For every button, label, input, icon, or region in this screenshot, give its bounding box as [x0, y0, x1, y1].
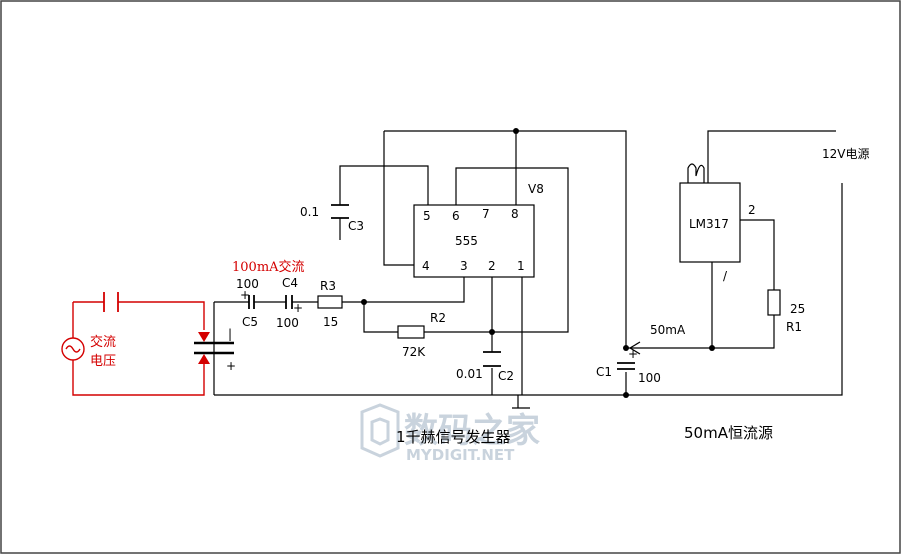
r3-name: R3: [320, 279, 336, 293]
capacitor-c3: [331, 204, 349, 219]
lm317-input-coil-icon: [687, 163, 705, 183]
c4-plus: +: [293, 301, 303, 315]
ac-source-label-line1: 交流: [90, 334, 116, 350]
ac-source-label-line2: 电压: [90, 354, 116, 369]
capacitor-c4: [285, 295, 293, 309]
test-cap-plus: +: [226, 359, 236, 373]
capacitor-c2: [483, 351, 501, 367]
ic-555-name: 555: [455, 234, 478, 248]
test-cap-minus: |: [228, 327, 232, 341]
pin-7-label: 7: [482, 207, 490, 221]
capacitor-c5: [248, 295, 255, 309]
c5-name: C5: [242, 315, 258, 329]
lm317-pin2: 2: [748, 203, 756, 217]
capacitor-c1: [617, 362, 635, 370]
lm317-pin-mark: /: [723, 269, 728, 283]
r1-value: 25: [790, 302, 805, 316]
capacitor-under-test: [194, 341, 234, 355]
ac-100ma-label: 100mA交流: [232, 259, 305, 275]
watermark-main: 数码之家: [404, 411, 540, 451]
r2-value: 72K: [402, 345, 426, 359]
pin-8-label: 8: [511, 207, 519, 221]
lm317-name: LM317: [689, 217, 729, 231]
black-wiring: [213, 130, 843, 409]
pin-2-label: 2: [488, 259, 496, 273]
probe-arrow-top-icon: [198, 332, 210, 342]
capacitor-ac-coupling: [103, 292, 119, 312]
pin-5-label: 5: [423, 209, 431, 223]
r2-name: R2: [430, 311, 446, 325]
probe-arrow-bottom-icon: [198, 354, 210, 364]
current-50ma-label: 50mA: [650, 323, 686, 337]
watermark-sub: MYDIGIT.NET: [406, 446, 515, 464]
c2-name: C2: [498, 369, 514, 383]
watermark-logo-icon: [360, 403, 400, 458]
c3-name: C3: [348, 219, 364, 233]
c4-name: C4: [282, 276, 298, 290]
watermark: 数码之家 MYDIGIT.NET: [360, 403, 540, 464]
caption-constant-current: 50mA恒流源: [684, 424, 773, 442]
pin-4-label: 4: [422, 259, 430, 273]
power-12v-label: 12V电源: [822, 147, 869, 161]
junction-dots: [361, 128, 715, 398]
ic-555-body: [413, 204, 535, 278]
r1-name: R1: [786, 320, 802, 334]
caption-signal-generator: 1千赫信号发生器: [396, 428, 511, 446]
current-arrow-icon: [628, 341, 641, 355]
resistor-r2: [397, 325, 425, 339]
resistor-r3: [317, 295, 343, 309]
c1-value: 100: [638, 371, 661, 385]
c3-value: 0.1: [300, 205, 319, 219]
c5-plus: +: [240, 288, 250, 302]
c4-value: 100: [276, 316, 299, 330]
c1-name: C1: [596, 365, 612, 379]
r3-value: 15: [323, 315, 338, 329]
resistor-r1: [767, 289, 781, 316]
c1-plus: +: [628, 347, 638, 361]
pin-1-label: 1: [517, 259, 525, 273]
pin-6-label: 6: [452, 209, 460, 223]
sine-wave-icon: [65, 345, 81, 353]
c5-value: 100: [236, 277, 259, 291]
c2-value: 0.01: [456, 367, 483, 381]
lm317-body: [679, 182, 741, 263]
pin-3-label: 3: [460, 259, 468, 273]
v8-label: V8: [528, 182, 544, 196]
